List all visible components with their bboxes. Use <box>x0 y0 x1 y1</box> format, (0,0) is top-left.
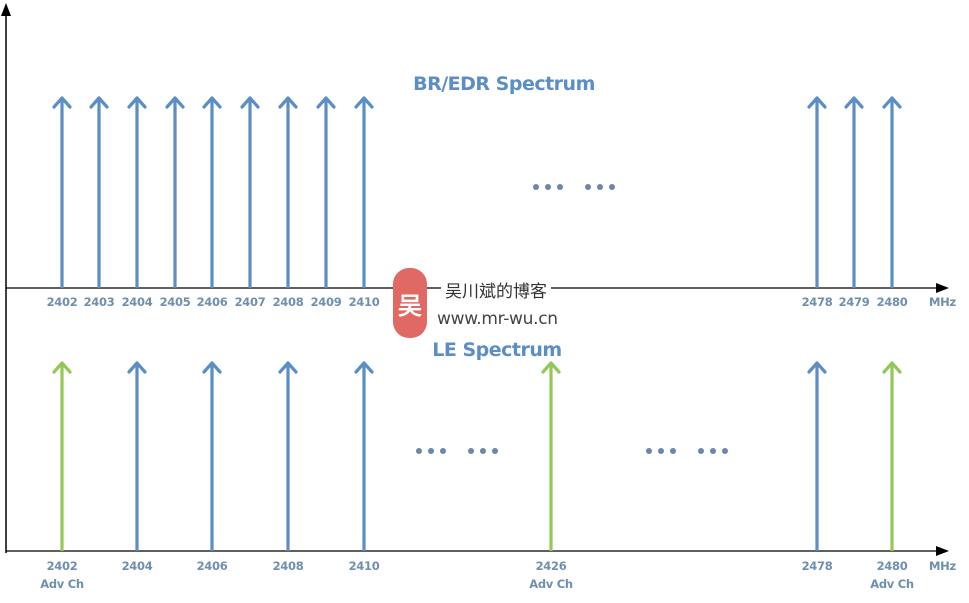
channel-arrow-2406 <box>202 361 222 551</box>
tick-label-2407: 2407 <box>234 295 266 309</box>
adv-ch-label: Adv Ch <box>529 577 573 591</box>
channel-arrow-2409 <box>316 96 336 288</box>
tick-label-2403: 2403 <box>83 295 115 309</box>
adv-channel-arrow-2402 <box>52 361 72 551</box>
tick-label-2406: 2406 <box>196 559 228 573</box>
br-edr-title: BR/EDR Spectrum <box>413 73 595 95</box>
tick-label-2405: 2405 <box>159 295 191 309</box>
tick-label-2410: 2410 <box>348 295 380 309</box>
channel-arrow-2410 <box>354 96 374 288</box>
le-title: LE Spectrum <box>432 339 562 361</box>
top-unit-label: MHz <box>929 295 956 309</box>
channel-arrow-2405 <box>165 96 185 288</box>
bottom-x-axis-arrow-icon <box>936 546 949 556</box>
adv-ch-label: Adv Ch <box>870 577 914 591</box>
tick-label-2404: 2404 <box>121 295 153 309</box>
channel-arrow-2403 <box>89 96 109 288</box>
tick-label-2406: 2406 <box>196 295 228 309</box>
channel-arrow-2478 <box>807 361 827 551</box>
watermark-logo-icon: 吴 <box>393 268 427 338</box>
channel-arrow-2480 <box>882 96 902 288</box>
tick-label-2478: 2478 <box>801 559 833 573</box>
channel-arrow-2408 <box>278 96 298 288</box>
adv-ch-label: Adv Ch <box>40 577 84 591</box>
tick-label-2409: 2409 <box>310 295 342 309</box>
bottom-ellipsis-1 <box>416 448 498 454</box>
channel-arrow-2404 <box>127 361 147 551</box>
channel-arrow-2407 <box>240 96 260 288</box>
adv-channel-arrow-2426 <box>541 361 561 551</box>
channel-arrow-2479 <box>844 96 864 288</box>
bottom-ellipsis-2 <box>646 448 728 454</box>
tick-label-2410: 2410 <box>348 559 380 573</box>
tick-label-2402: 2402 <box>46 295 78 309</box>
top-x-axis-arrow-icon <box>936 283 949 293</box>
channel-arrow-2408 <box>278 361 298 551</box>
y-axis-arrow-icon <box>1 3 11 16</box>
tick-label-2426: 2426 <box>535 559 567 573</box>
channel-arrow-2478 <box>807 96 827 288</box>
watermark-name: 吴川斌的博客 <box>441 277 551 302</box>
channel-arrow-2404 <box>127 96 147 288</box>
channel-arrow-2410 <box>354 361 374 551</box>
channel-arrow-2406 <box>202 96 222 288</box>
tick-label-2408: 2408 <box>272 559 304 573</box>
adv-channel-arrow-2480 <box>882 361 902 551</box>
tick-label-2480: 2480 <box>876 295 908 309</box>
bottom-unit-label: MHz <box>929 559 956 573</box>
tick-label-2480: 2480 <box>876 559 908 573</box>
bottom-arrow-group <box>52 361 902 551</box>
tick-label-2404: 2404 <box>121 559 153 573</box>
channel-arrow-2402 <box>52 96 72 288</box>
watermark-url: www.mr-wu.cn <box>437 309 558 329</box>
top-arrow-group <box>52 96 902 288</box>
tick-label-2479: 2479 <box>838 295 870 309</box>
tick-label-2478: 2478 <box>801 295 833 309</box>
tick-label-2408: 2408 <box>272 295 304 309</box>
top-ellipsis <box>533 184 615 190</box>
tick-label-2402: 2402 <box>46 559 78 573</box>
